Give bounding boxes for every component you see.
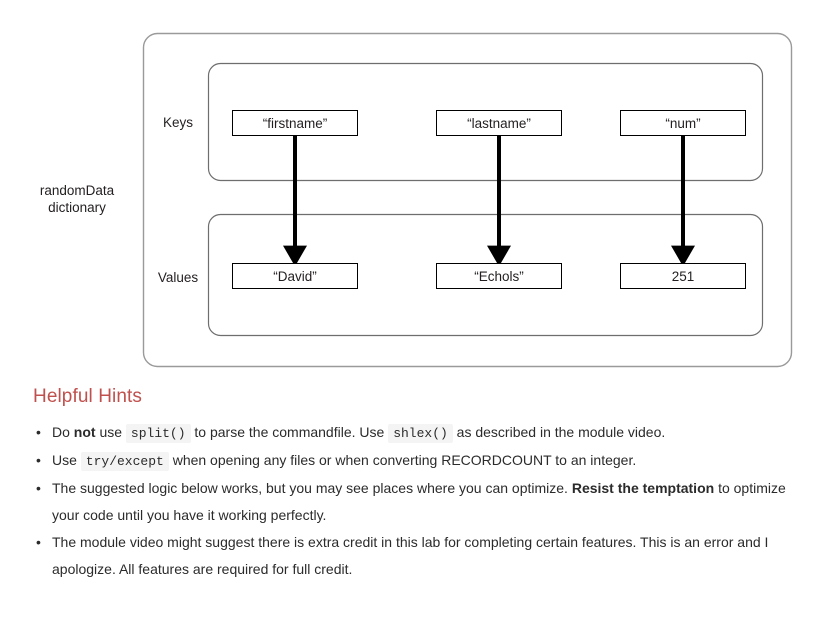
inline-code: shlex() (388, 424, 453, 443)
key-cell-num: “num” (620, 110, 746, 136)
hint-text: when opening any files or when convertin… (168, 452, 637, 468)
hint-text: use (95, 424, 126, 440)
dictionary-name-label: randomData dictionary (18, 182, 136, 216)
hint-text: Do (52, 424, 74, 440)
hint-resist-temptation: The suggested logic below works, but you… (36, 475, 797, 529)
value-cell-david: “David” (232, 263, 358, 289)
value-cell-251: 251 (620, 263, 746, 289)
keys-row-label: Keys (162, 115, 193, 130)
dictionary-name-line1: randomData (39, 183, 115, 198)
hint-text: The suggested logic below works, but you… (52, 480, 572, 496)
hint-text: Use (52, 452, 81, 468)
helpful-hints-list: Do not use split() to parse the commandf… (0, 419, 814, 583)
hint-extra-credit: The module video might suggest there is … (36, 529, 797, 583)
inline-code: try/except (80, 452, 169, 471)
key-cell-lastname: “lastname” (436, 110, 562, 136)
emphasis-text: Resist the temptation (571, 480, 715, 496)
hint-split-shlex: Do not use split() to parse the commandf… (36, 419, 797, 447)
inline-code: split() (125, 424, 191, 443)
values-group-container (207, 213, 764, 337)
hint-text: to parse the commandfile. Use (190, 424, 389, 440)
helpful-hints-heading: Helpful Hints (33, 386, 143, 407)
dictionary-diagram: randomData dictionary Keys Values “first… (18, 32, 793, 368)
emphasis-text: not (73, 424, 96, 440)
key-cell-firstname: “firstname” (232, 110, 358, 136)
hint-try-except: Use try/except when opening any files or… (36, 447, 797, 475)
values-row-label: Values (157, 270, 199, 285)
hint-text: as described in the module video. (452, 424, 666, 440)
hint-text: The module video might suggest there is … (52, 534, 769, 577)
diagram-canvas (142, 32, 793, 368)
hint-text: to optimize your code until you have it … (52, 480, 786, 523)
dictionary-name-line2: dictionary (48, 200, 106, 215)
outer-dictionary-container (142, 32, 793, 368)
keys-group-container (207, 62, 764, 182)
value-cell-echols: “Echols” (436, 263, 562, 289)
helpful-hints-section: Helpful Hints Do not use split() to pars… (0, 378, 814, 583)
